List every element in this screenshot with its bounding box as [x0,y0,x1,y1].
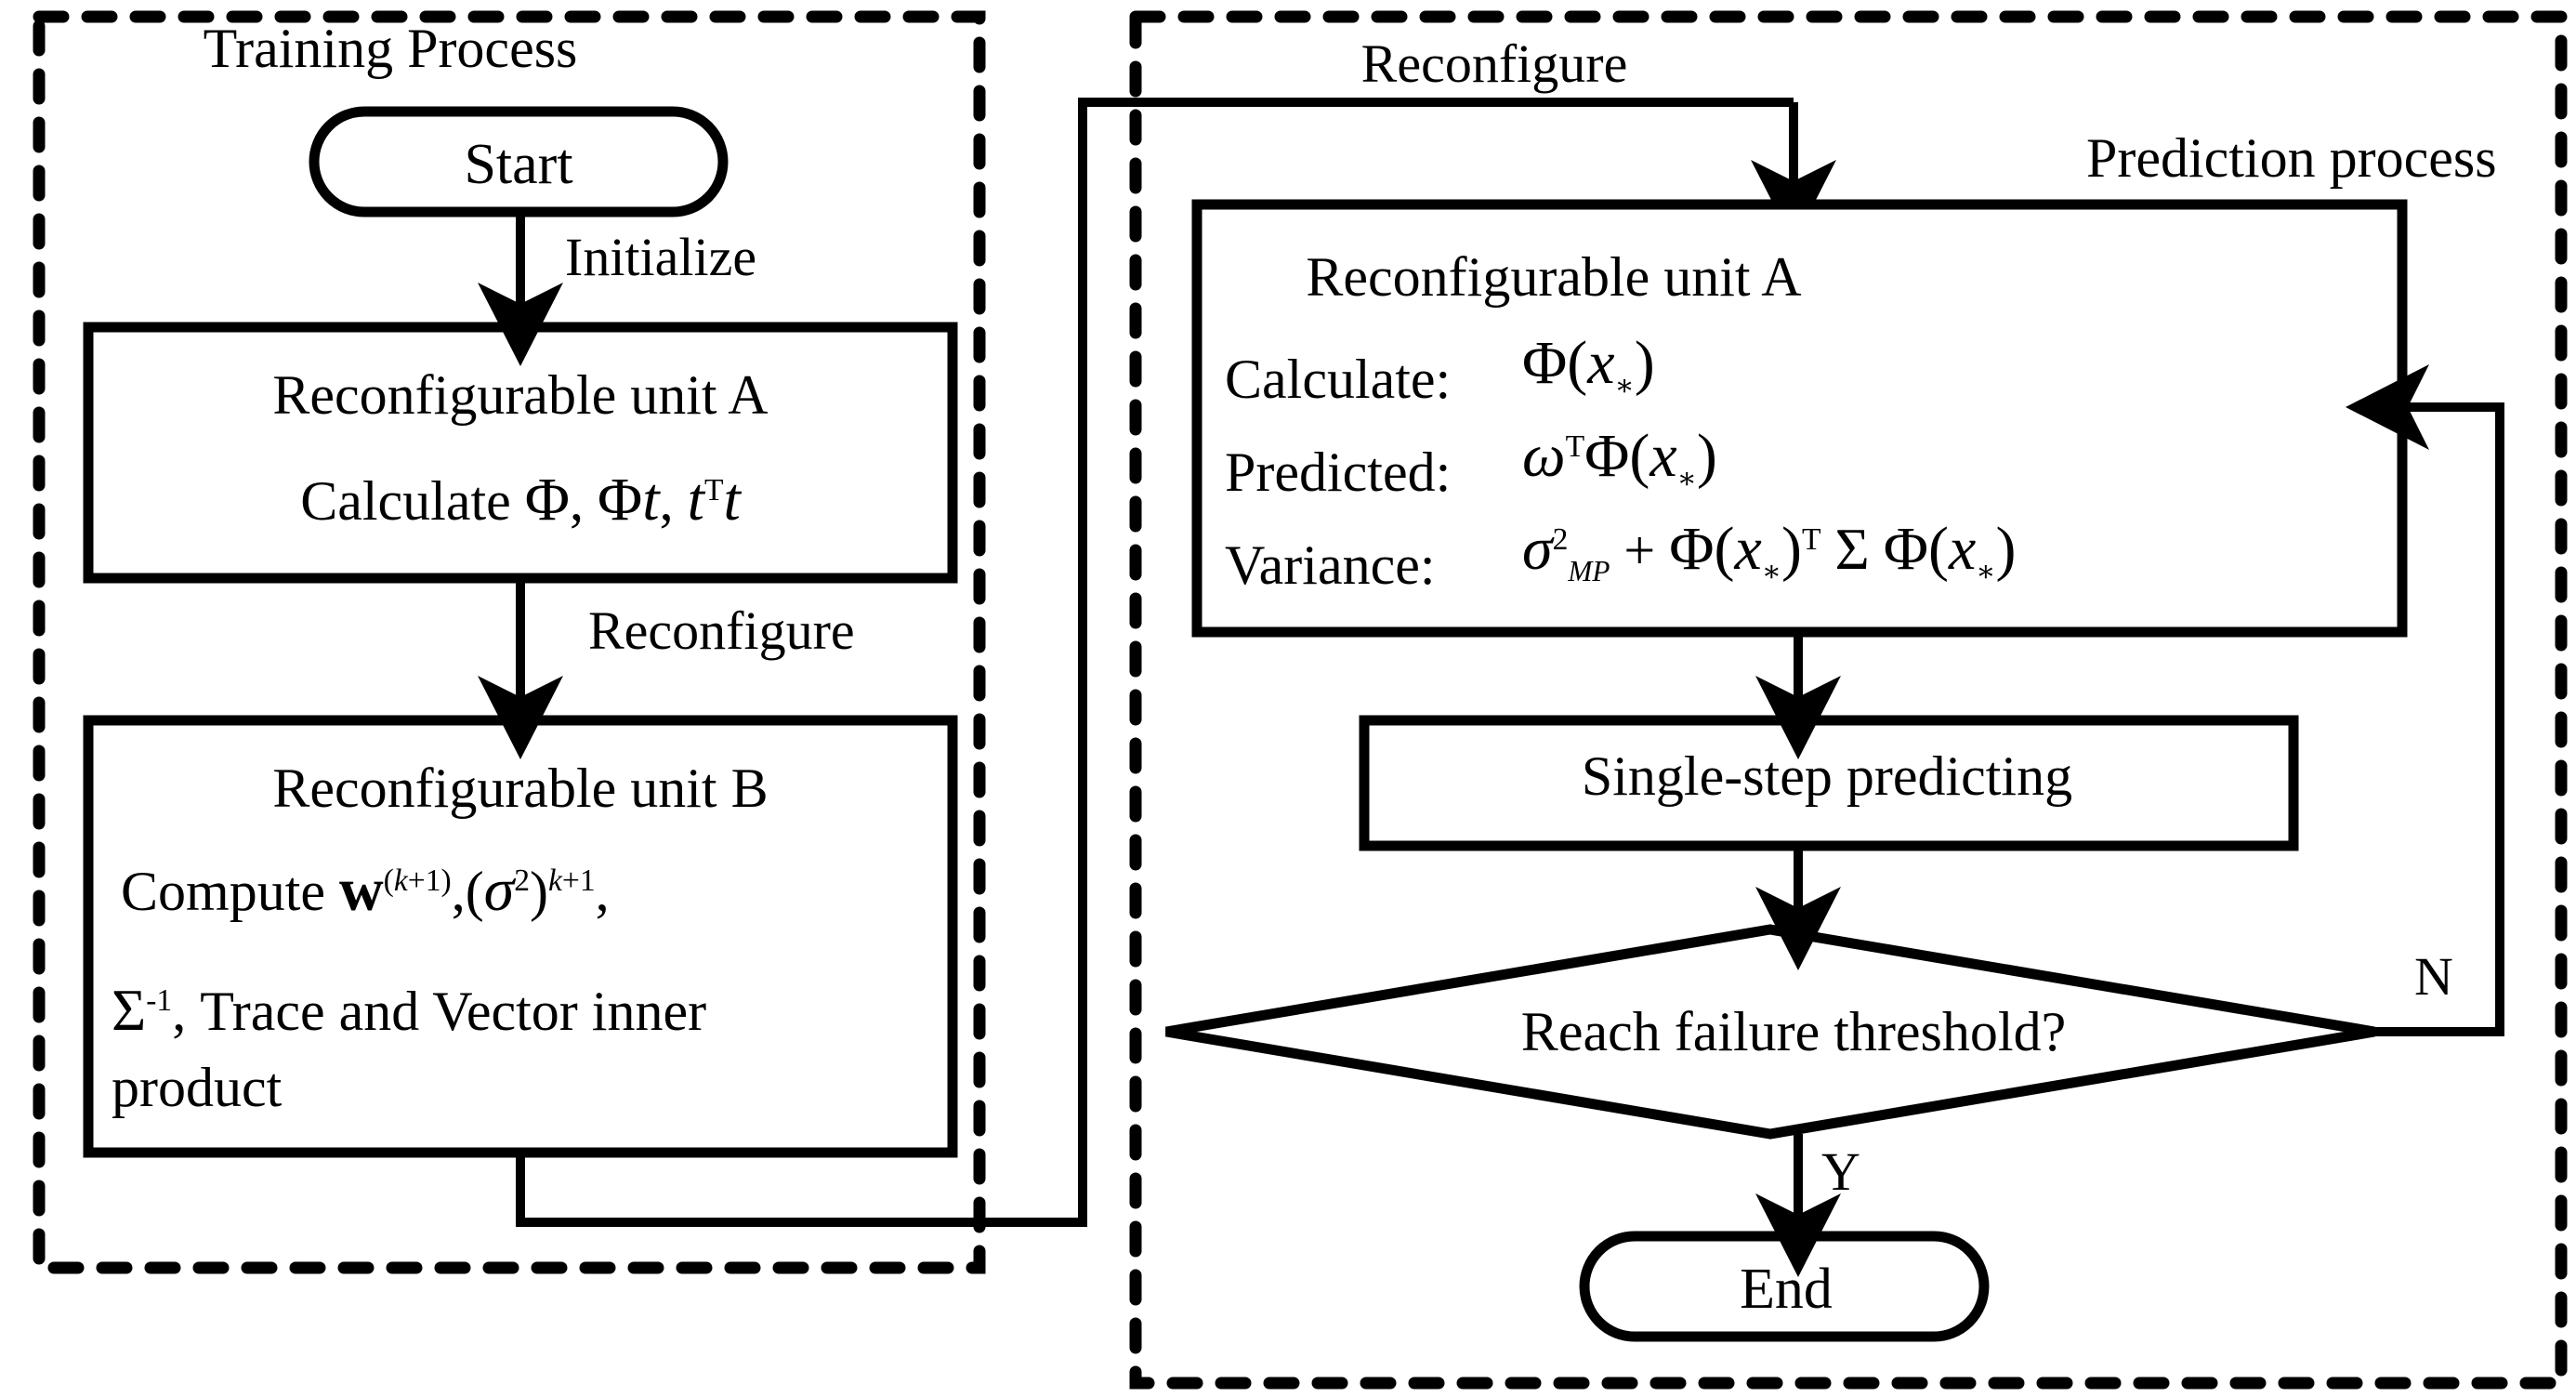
prediction-calculate-label: Calculate: [1225,349,1452,410]
training-unit-a-formula: Calculate Φ, Φt, tTt [300,466,741,534]
single-step-label: Single-step predicting [1581,745,2073,807]
edge-feedback-to-reconfigure [516,98,1794,1227]
training-panel-border [33,10,986,1274]
prediction-unit-a-box [1191,199,2408,638]
training-unit-b-line1: Compute w(k+1),(σ2)k+1, [121,856,610,924]
prediction-panel-title: Prediction process [2086,127,2497,189]
prediction-predicted-expr: ωTΦ(x∗) [1522,422,1717,494]
start-node-label: Start [464,133,573,196]
branch-label-yes: Y [1821,1141,1860,1202]
training-unit-a-box [83,322,958,584]
edge-decision-no-loop [2374,402,2504,1036]
end-node-label: End [1740,1258,1833,1321]
decision-diamond [1165,924,2375,1140]
training-panel-title: Training Process [203,18,578,79]
edge-label-reconfigure-prediction: Reconfigure [1360,33,1628,94]
training-unit-b-line3: product [112,1057,283,1118]
training-unit-b-line2: Σ-1, Trace and Vector inner [112,977,707,1043]
prediction-calculate-expr: Φ(x∗) [1522,329,1655,402]
prediction-unit-a-title: Reconfigurable unit A [1306,246,1802,308]
edge-label-initialize: Initialize [565,227,757,287]
training-unit-b-title: Reconfigurable unit B [272,758,769,819]
training-unit-a-title: Reconfigurable unit A [272,364,769,426]
prediction-variance-expr: σ2MP + Φ(x∗)T Σ Φ(x∗) [1522,515,2017,587]
decision-label: Reach failure threshold? [1520,1001,2067,1062]
training-unit-b-line1-prefix: Compute [121,861,339,922]
prediction-variance-label: Variance: [1225,534,1436,596]
prediction-panel-border [1129,10,2568,1390]
training-unit-a-formula-prefix: Calculate [300,470,525,532]
edge-label-reconfigure-training: Reconfigure [588,600,855,661]
branch-label-no: N [2414,946,2453,1007]
prediction-predicted-label: Predicted: [1225,442,1452,503]
single-step-box [1359,715,2299,851]
